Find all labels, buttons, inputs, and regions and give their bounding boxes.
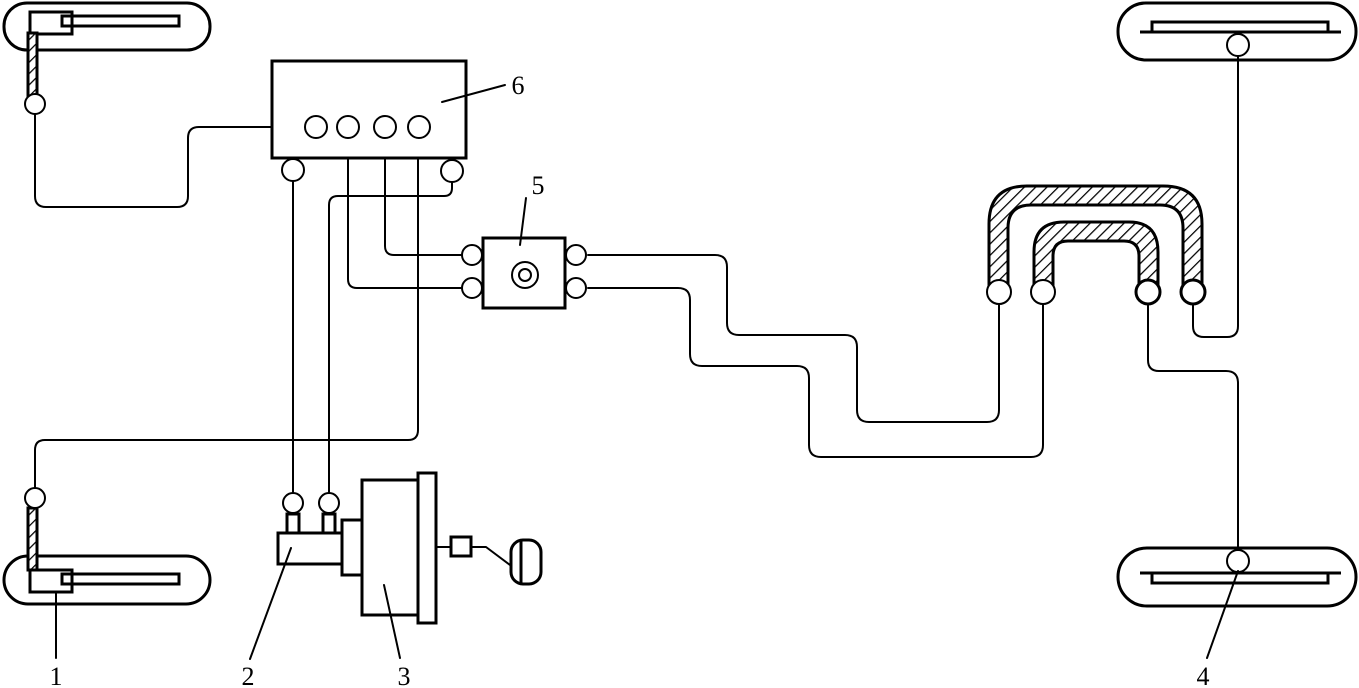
hose-port-4	[1179, 278, 1207, 306]
hose-port-3	[1134, 278, 1162, 306]
brake-pedal	[509, 538, 543, 586]
brake-lines	[34, 55, 1239, 549]
label-1: 1	[50, 662, 63, 688]
rear-left-sensor	[24, 487, 46, 509]
label-6: 6	[512, 71, 525, 100]
front-left-sensor	[24, 93, 46, 115]
rear-right-sensor	[1226, 549, 1250, 573]
label-3: 3	[398, 662, 411, 688]
label-5: 5	[532, 171, 545, 200]
abs-hydraulic-modulator	[270, 59, 468, 183]
front-left-sensor-arm	[26, 31, 39, 102]
label-4: 4	[1197, 662, 1210, 688]
load-sensing-valve	[461, 236, 587, 310]
vacuum-booster	[340, 471, 515, 625]
flexible-brake-hoses	[987, 184, 1204, 290]
leader-lines	[55, 84, 1239, 660]
hose-port-1	[986, 279, 1012, 305]
front-left-wheel	[2, 1, 212, 52]
brake-master-cylinder	[276, 492, 345, 566]
rear-left-sensor-arm	[26, 506, 39, 572]
hose-port-2	[1030, 279, 1056, 305]
label-2: 2	[242, 662, 255, 688]
rear-left-wheel	[2, 554, 212, 606]
front-right-sensor	[1226, 33, 1250, 57]
